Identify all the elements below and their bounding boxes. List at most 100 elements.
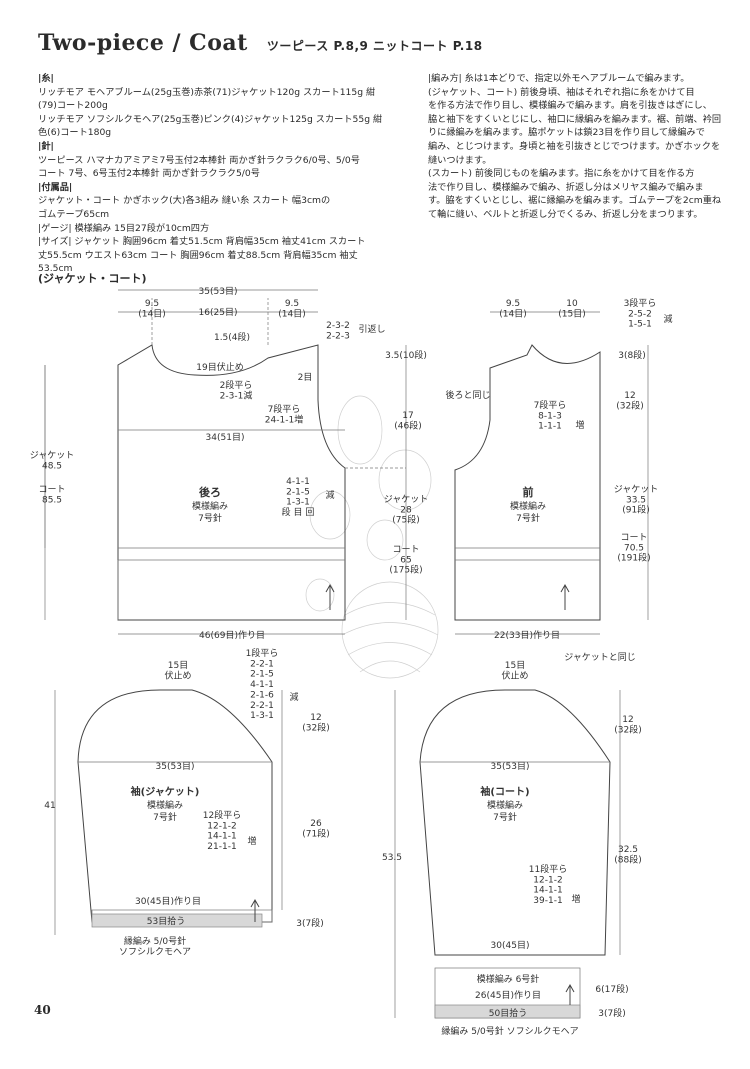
text-line: 33.5 bbox=[626, 495, 646, 505]
watermark-logo bbox=[305, 395, 439, 679]
back-needle: 7号針 bbox=[198, 512, 222, 524]
page-header: Two-piece / Coat ツーピース P.8,9 ニットコート P.18 bbox=[38, 30, 728, 58]
accessory-line: ゴムテープ65cm bbox=[38, 208, 110, 220]
text-line: 12 bbox=[624, 391, 635, 401]
jsleeve-body-height: 26(71段) bbox=[302, 819, 329, 839]
text-line: 32.5 bbox=[618, 845, 638, 855]
jsleeve-upper-width: 35(53目) bbox=[156, 761, 195, 772]
text-line: 26 bbox=[310, 819, 322, 829]
text-line: (32段) bbox=[616, 399, 643, 411]
front-pocket-note: 増 bbox=[575, 419, 584, 431]
text-line: 15目 bbox=[505, 660, 525, 671]
text-line: 1-5-1 bbox=[628, 320, 652, 330]
csleeve-same: ジャケットと同じ bbox=[564, 652, 636, 663]
text-line: (88段) bbox=[614, 853, 641, 865]
back-neck-bind: 19目伏止め bbox=[196, 361, 243, 373]
instruction-line: 脇と袖下をすくいとじにし、袖口に縁編みを編みます。裾、前端、衿回 bbox=[428, 113, 722, 125]
front-collar: 後ろと同じ bbox=[445, 389, 490, 401]
text-line: 4-1-1 bbox=[286, 477, 310, 487]
back-name: 後ろ bbox=[199, 485, 221, 499]
text-line: コート bbox=[392, 545, 419, 555]
text-line: (32段) bbox=[302, 721, 329, 733]
front-name: 前 bbox=[523, 485, 534, 499]
text-line: (71段) bbox=[302, 827, 329, 839]
accessory-line: ジャケット・コート かぎホック(大)各3組み 縫い糸 スカート 幅3cmの bbox=[38, 195, 331, 207]
text-line: 9.5 bbox=[145, 299, 159, 309]
jsleeve-cuff-height: 3(7段) bbox=[296, 917, 323, 929]
instructions-column: |編み方| 糸は1本どりで、指定以外モヘアブルームで編みます。(ジャケット、コー… bbox=[428, 72, 728, 222]
yarn-line: 色(6)コート180g bbox=[38, 127, 112, 139]
text-line: 17 bbox=[402, 411, 413, 421]
text-line: 9.5 bbox=[506, 299, 520, 309]
back-right-width: 9.5(14目) bbox=[278, 299, 305, 319]
csleeve-total-height: 53.5 bbox=[382, 853, 402, 863]
text-line: 伏止め bbox=[501, 669, 528, 681]
text-line: 12段平ら bbox=[203, 809, 241, 821]
csleeve-inc-note: 増 bbox=[571, 893, 580, 905]
jsleeve-pattern: 模様編み bbox=[147, 799, 183, 811]
jsleeve-cap-note: 減 bbox=[289, 691, 298, 703]
needle-label: |針| bbox=[38, 140, 54, 152]
csleeve-body-height: 32.5(88段) bbox=[614, 845, 641, 865]
text-line: 65 bbox=[400, 555, 411, 565]
needle-line: コート 7号、6号玉付2本棒針 両かぎ針ラクラク5/0号 bbox=[38, 168, 260, 180]
jsleeve-name: 袖(ジャケット) bbox=[130, 785, 200, 798]
text-line: 14-1-1 bbox=[207, 832, 236, 842]
page-subtitle: ツーピース P.8,9 ニットコート P.18 bbox=[266, 39, 483, 53]
text-line: ソフシルクモヘア bbox=[119, 946, 191, 957]
back-shoulder-height: 3.5(10段) bbox=[385, 349, 427, 361]
text-line: 48.5 bbox=[42, 461, 62, 471]
accessory-label: |付属品| bbox=[38, 181, 73, 193]
front-armhole-height: 12(32段) bbox=[616, 391, 643, 411]
back-left-width: 9.5(14目) bbox=[138, 299, 165, 319]
text-line: (91段) bbox=[622, 504, 649, 516]
front-w2: 10(15目) bbox=[558, 299, 585, 319]
text-line: 2-1-5 bbox=[250, 670, 274, 680]
instruction-line: て輪に縫い、ベルトと折返し分でくるみ、折返し分をまつります。 bbox=[428, 208, 703, 220]
text-line: 12-1-2 bbox=[207, 821, 236, 831]
section-title: (ジャケット・コート) bbox=[38, 272, 147, 285]
yarn-line: リッチモア モヘアブルーム(25g玉巻)赤茶(71)ジャケット120g スカート… bbox=[38, 86, 376, 98]
text-line: 24-1-1増 bbox=[265, 413, 303, 425]
text-line: ジャケット bbox=[384, 494, 429, 505]
back-s2: 2目 bbox=[298, 372, 313, 383]
csleeve-upper-width: 35(53目) bbox=[491, 761, 530, 772]
csleeve-edge-note: 縁編み 5/0号針 ソフシルクモヘア bbox=[441, 1025, 578, 1037]
text-line: 1-3-1 bbox=[250, 711, 274, 721]
text-line: (14目) bbox=[138, 308, 165, 319]
instruction-line: (スカート) 前後同じものを編みます。指に糸をかけて目を作る方 bbox=[428, 168, 695, 180]
text-line: 2-5-2 bbox=[628, 309, 652, 319]
text-line: (14目) bbox=[499, 308, 526, 319]
text-line: 2段平ら bbox=[220, 379, 253, 391]
text-line: 2-1-6 bbox=[250, 690, 274, 700]
csleeve-cast-on: 26(45目)作り目 bbox=[475, 989, 541, 1001]
jsleeve-cast-on: 30(45目)作り目 bbox=[135, 895, 201, 907]
size-line: |サイズ| ジャケット 胸囲96cm 着丈51.5cm 背肩幅35cm 袖丈41… bbox=[38, 236, 366, 248]
back-piece-diagram bbox=[44, 289, 407, 635]
back-top-width: 35(53目) bbox=[199, 286, 238, 297]
csleeve-name: 袖(コート) bbox=[479, 785, 529, 798]
text-line: 3段平ら bbox=[624, 297, 657, 309]
text-line: 1-1-1 bbox=[538, 422, 562, 432]
back-pattern: 模様編み bbox=[192, 500, 228, 512]
text-line: (14目) bbox=[278, 308, 305, 319]
front-shoulder-note: 減 bbox=[663, 313, 672, 325]
text-line: 段 目 回 bbox=[282, 506, 315, 518]
text-line: 14-1-1 bbox=[533, 886, 562, 896]
back-shoulder-note: 引返し bbox=[358, 323, 385, 335]
text-line: 1段平ら bbox=[246, 647, 279, 659]
front-shoulder-height: 3(8段) bbox=[618, 349, 645, 361]
coat-sleeve-diagram bbox=[394, 689, 621, 1019]
text-line: 7段平ら bbox=[268, 403, 301, 415]
jsleeve-cuff-note: 縁編み 5/0号針ソフシルクモヘア bbox=[119, 935, 191, 957]
yarn-line: リッチモア ソフシルクモヘア(25g玉巻)ピンク(4)ジャケット125g スカー… bbox=[38, 113, 383, 125]
instruction-line: 法で作り目し、模様編みで編み、折返し分はメリヤス編みで編みま bbox=[428, 181, 704, 193]
text-line: 85.5 bbox=[42, 495, 62, 505]
